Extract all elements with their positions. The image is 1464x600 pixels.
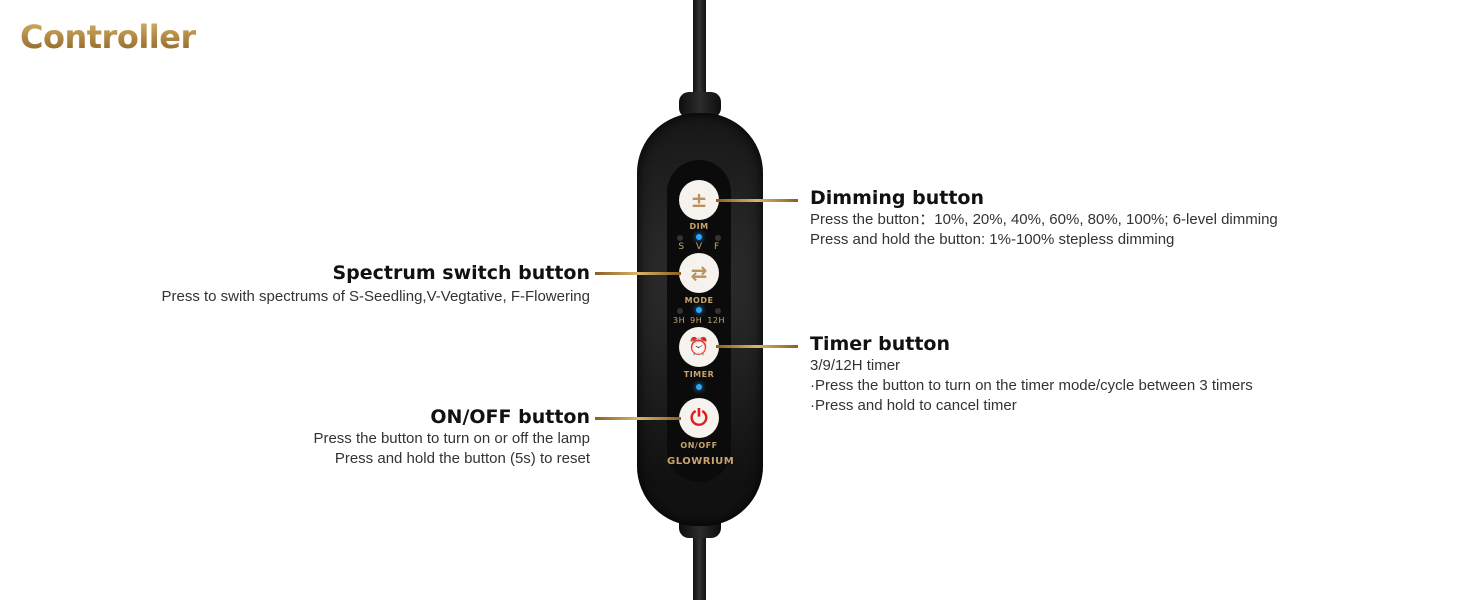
timer-led-labels: 3H 9H 12H <box>672 316 725 325</box>
dimming-leader-line <box>716 199 798 202</box>
page-title: Controller <box>20 18 196 56</box>
onoff-desc: Press the button to turn on or off the l… <box>313 430 590 467</box>
timer-desc: 3/9/12H timer·Press the button to turn o… <box>810 357 1253 414</box>
led-12h <box>715 308 721 314</box>
dimming-desc: Press the button：10%, 20%, 40%, 60%, 80%… <box>810 211 1278 248</box>
alarm-clock-icon: ⏰ <box>688 337 710 357</box>
cable-bottom <box>693 520 706 600</box>
cable-top <box>693 0 706 110</box>
dim-button[interactable]: ± <box>679 180 719 220</box>
led-9h <box>696 307 702 313</box>
plus-minus-icon: ± <box>690 188 708 212</box>
mode-label: MODE <box>684 296 714 305</box>
dim-label: DIM <box>689 222 709 231</box>
spectrum-leader-line <box>595 272 681 275</box>
spectrum-desc: Press to swith spectrums of S-Seedling,V… <box>161 288 590 305</box>
onoff-title: ON/OFF button <box>430 406 590 428</box>
led-s <box>677 235 683 241</box>
brand-logo: GLOWRIUM <box>667 456 735 467</box>
mode-button[interactable]: ⇄ <box>679 253 719 293</box>
led-power <box>696 384 702 390</box>
spectrum-title: Spectrum switch button <box>332 262 590 284</box>
led-3h <box>677 308 683 314</box>
timer-label: TIMER <box>683 370 715 379</box>
power-button[interactable]: ⏻ <box>679 398 719 438</box>
power-icon: ⏻ <box>690 405 708 431</box>
led-v <box>696 234 702 240</box>
onoff-leader-line <box>595 417 681 420</box>
spectrum-led-labels: S V F <box>678 242 720 252</box>
timer-title: Timer button <box>810 333 951 355</box>
timer-leader-line <box>716 345 798 348</box>
dimming-title: Dimming button <box>810 187 985 209</box>
refresh-icon: ⇄ <box>690 261 708 285</box>
timer-button[interactable]: ⏰ <box>679 327 719 367</box>
onoff-label: ON/OFF <box>680 441 718 450</box>
led-f <box>715 235 721 241</box>
